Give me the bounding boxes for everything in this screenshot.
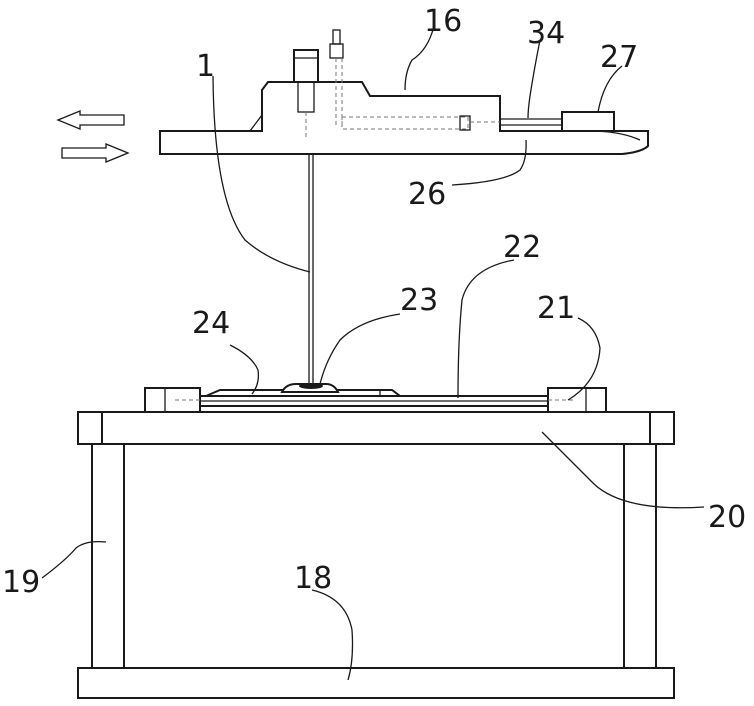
label-19: 19 xyxy=(2,565,40,600)
spindle-tube xyxy=(330,30,343,125)
right-arrow-icon xyxy=(62,144,128,162)
clamp-block-left xyxy=(145,388,200,412)
clamp-block-21 xyxy=(548,388,606,412)
label-23: 23 xyxy=(400,283,438,318)
probe-wire xyxy=(309,154,313,384)
internal-cylinder xyxy=(342,116,500,130)
guide-rail-34 xyxy=(500,119,562,125)
label-24: 24 xyxy=(192,306,230,341)
label-21: 21 xyxy=(537,291,575,326)
bottom-frame-18 xyxy=(78,668,674,698)
label-20: 20 xyxy=(708,500,746,535)
table-top-20 xyxy=(78,412,674,444)
label-34: 34 xyxy=(527,16,565,51)
label-27: 27 xyxy=(600,40,638,75)
table-leg-right xyxy=(624,444,656,698)
table-leg-left-19 xyxy=(92,444,124,698)
rail-22 xyxy=(198,396,552,406)
motor-unit xyxy=(294,50,318,140)
label-26: 26 xyxy=(408,177,446,212)
nozzle-23 xyxy=(282,383,338,392)
label-22: 22 xyxy=(503,230,541,265)
left-arrow-icon xyxy=(58,111,124,129)
label-16: 16 xyxy=(424,4,462,39)
label-1: 1 xyxy=(196,49,215,84)
block-27 xyxy=(562,112,614,131)
label-18: 18 xyxy=(294,561,332,596)
